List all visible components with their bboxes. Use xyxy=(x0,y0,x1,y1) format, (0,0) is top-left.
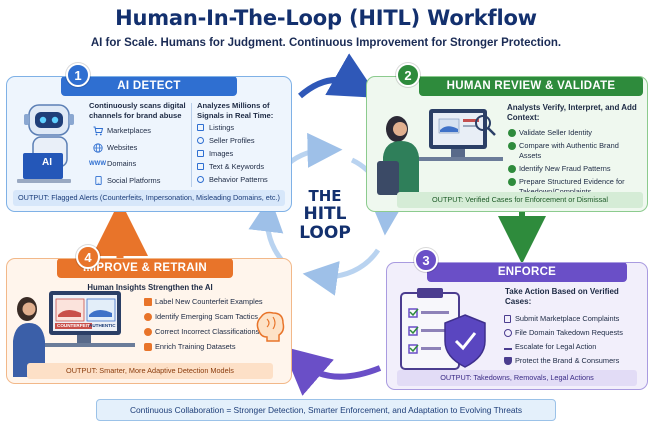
cart-icon xyxy=(93,126,104,136)
review-item-1: Validate Seller Identity xyxy=(519,128,592,137)
improve-item-2: Identify Emerging Scam Tactics xyxy=(155,312,258,321)
improve-output: OUTPUT: Smarter, More Adaptive Detection… xyxy=(27,363,273,379)
check-circle-icon xyxy=(508,165,516,173)
authentic-tag: AUTHENTIC xyxy=(89,323,116,328)
text-icon xyxy=(197,163,204,170)
channel-marketplaces: Marketplaces xyxy=(107,126,151,135)
loop-line-2: HITL xyxy=(303,204,347,224)
tag-icon xyxy=(144,298,152,306)
phone-icon xyxy=(95,176,102,185)
page-title: Human-In-The-Loop (HITL) Workflow xyxy=(115,6,537,30)
hitl-loop-label: THE HITL LOOP xyxy=(270,188,380,243)
enforce-header: ENFORCE xyxy=(427,263,627,282)
arrow-detect-to-review xyxy=(298,53,379,99)
improve-panel: IMPROVE & RETRAIN Human Insights Strengt… xyxy=(6,258,292,384)
bulb-icon xyxy=(144,313,152,321)
signal-images: Images xyxy=(209,149,234,158)
check-circle-icon xyxy=(508,129,516,137)
human-review-header: HUMAN REVIEW & VALIDATE xyxy=(419,77,643,96)
globe-icon xyxy=(504,329,512,337)
www-icon: WWW xyxy=(89,161,106,167)
human-review-panel: HUMAN REVIEW & VALIDATE Analysts Verify,… xyxy=(366,76,648,212)
enforce-item-3: Escalate for Legal Action xyxy=(515,342,597,351)
signal-seller-profiles: Seller Profiles xyxy=(209,136,255,145)
improve-title: Human Insights Strengthen the AI xyxy=(87,283,213,292)
improve-item-1: Label New Counterfeit Examples xyxy=(155,297,263,306)
ai-detect-output: OUTPUT: Flagged Alerts (Counterfeits, Im… xyxy=(13,190,285,206)
review-item-3: Identify New Fraud Patterns xyxy=(519,164,611,173)
ai-detect-intro: Continuously scans digital channels for … xyxy=(89,101,186,120)
review-output: OUTPUT: Verified Cases for Enforcement o… xyxy=(397,192,643,208)
check-circle-icon xyxy=(508,142,516,150)
channel-domains: Domains xyxy=(107,159,137,168)
inner-loop-arrow-3 xyxy=(302,248,381,296)
channel-websites: Websites xyxy=(107,143,138,152)
document-icon xyxy=(504,315,511,323)
loop-line-3: LOOP xyxy=(299,223,351,243)
robot-icon xyxy=(17,104,74,183)
signal-text-keywords: Text & Keywords xyxy=(209,162,265,171)
enforce-title: Take Action Based on Verified Cases: xyxy=(505,287,619,306)
arrow-enforce-to-improve xyxy=(281,346,382,396)
database-icon xyxy=(144,343,152,351)
improve-item-4: Enrich Training Datasets xyxy=(155,342,236,351)
check-circle-icon xyxy=(508,178,516,186)
shield-icon xyxy=(504,357,512,365)
step-2-badge: 2 xyxy=(396,63,420,87)
enforce-item-2: File Domain Takedown Requests xyxy=(515,328,623,337)
signal-listings: Listings xyxy=(209,123,235,132)
review-item-2: Compare with Authentic Brand Assets xyxy=(519,141,619,160)
footer-banner: Continuous Collaboration = Stronger Dete… xyxy=(96,399,556,421)
channel-social-platforms: Social Platforms xyxy=(107,176,161,185)
enforce-panel: ENFORCE Take Action Based on Verified Ca… xyxy=(386,262,648,390)
gavel-icon xyxy=(504,343,512,350)
improve-item-3: Correct Incorrect Classifications xyxy=(155,327,260,336)
step-4-badge: 4 xyxy=(76,245,100,269)
review-title: Analysts Verify, Interpret, and Add Cont… xyxy=(507,103,637,122)
globe-icon xyxy=(93,143,103,153)
improve-header: IMPROVE & RETRAIN xyxy=(57,259,233,278)
analyst-illustration xyxy=(377,109,503,195)
enforce-item-1: Submit Marketplace Complaints xyxy=(515,314,620,323)
counterfeit-tag: COUNTERFEIT xyxy=(55,323,92,329)
enforce-item-4: Protect the Brand & Consumers xyxy=(515,356,620,365)
profile-icon xyxy=(197,137,204,144)
ai-detect-header: AI DETECT xyxy=(61,77,237,96)
review-item-4: Prepare Structured Evidence for Takedown… xyxy=(519,177,625,196)
page-subtitle: AI for Scale. Humans for Judgment. Conti… xyxy=(90,37,562,49)
robot-laptop-label: AI xyxy=(42,157,52,168)
step-1-badge: 1 xyxy=(66,63,90,87)
step-3-badge: 3 xyxy=(414,248,438,272)
brain-icon xyxy=(256,311,285,342)
signals-title: Analyzes Millions of Signals in Real Tim… xyxy=(197,101,274,120)
ai-detect-divider xyxy=(191,103,192,187)
enforce-output: OUTPUT: Takedowns, Removals, Legal Actio… xyxy=(397,370,637,386)
refresh-icon xyxy=(144,328,152,336)
ai-detect-panel: AI DETECT AI Continuously scans digital … xyxy=(6,76,292,212)
image-icon xyxy=(197,150,204,157)
listing-icon xyxy=(197,124,204,131)
clipboard-shield-icon xyxy=(400,288,486,370)
behavior-icon xyxy=(197,176,204,183)
loop-line-1: THE xyxy=(308,187,342,205)
signal-behavior-patterns: Behavior Patterns xyxy=(209,175,268,184)
